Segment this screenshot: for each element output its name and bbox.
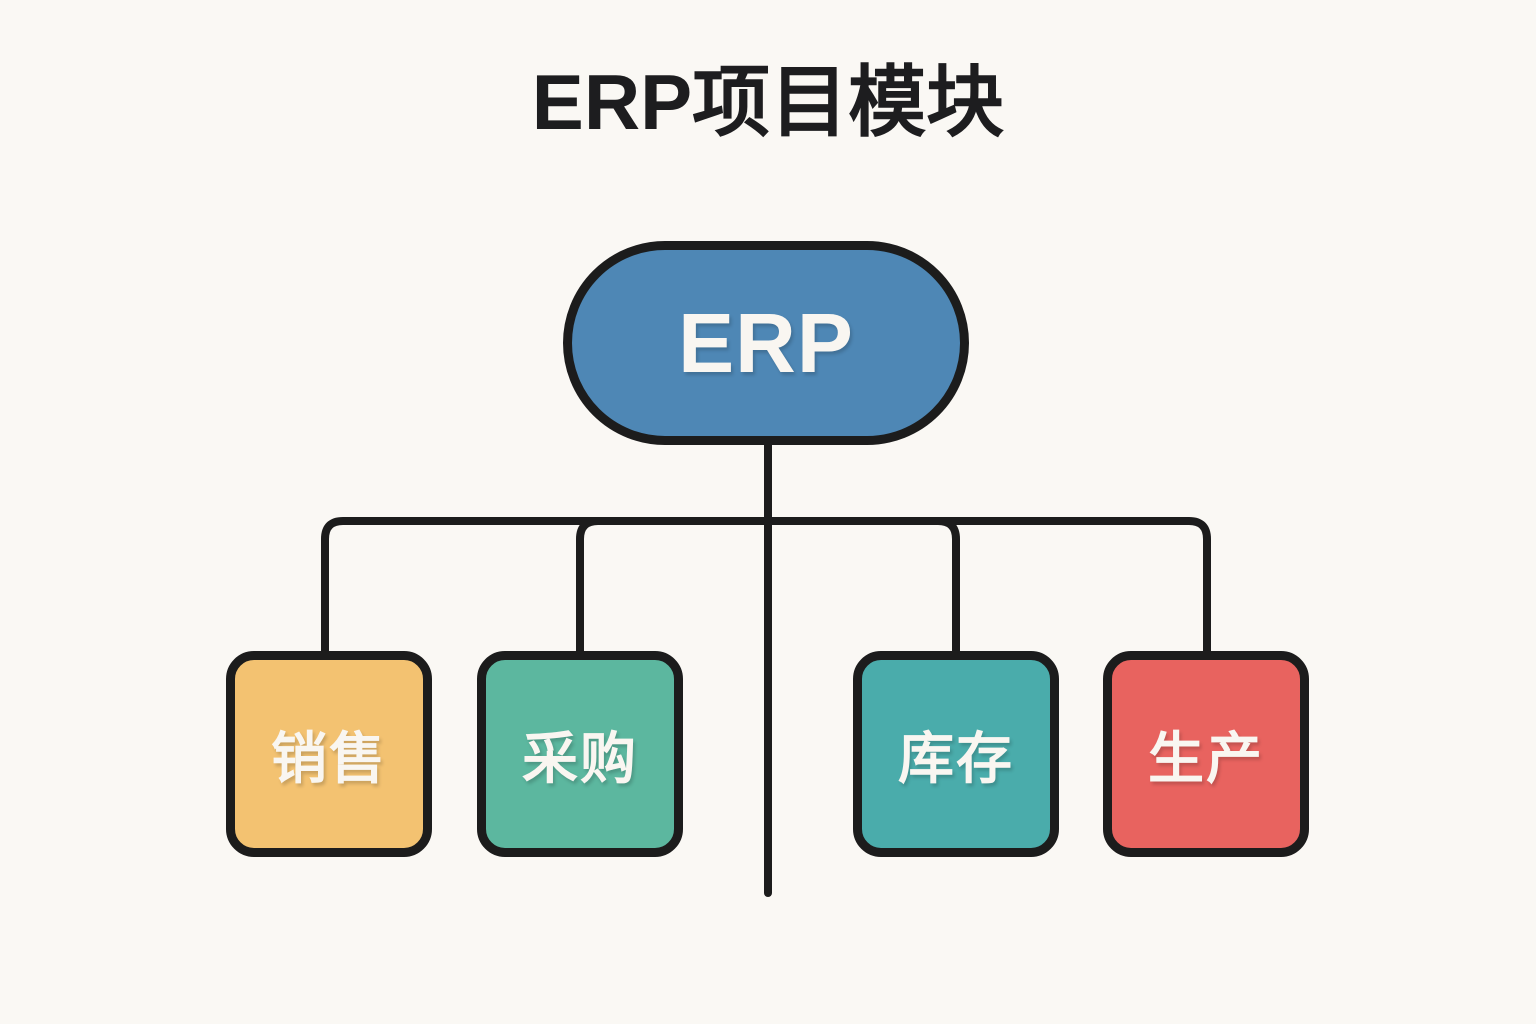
node-sales[interactable]: 销售 [226,651,432,857]
connector-branch-inventory [934,517,960,659]
page-title: ERP项目模块 [531,58,1005,146]
connector-branch-procurement [576,517,602,659]
node-production[interactable]: 生产 [1103,651,1309,857]
node-procurement[interactable]: 采购 [477,651,683,857]
connector-bus-right [764,517,1211,659]
node-erp[interactable]: ERP [563,241,969,445]
node-inventory[interactable]: 库存 [853,651,1059,857]
connector-bus-left [321,517,772,659]
